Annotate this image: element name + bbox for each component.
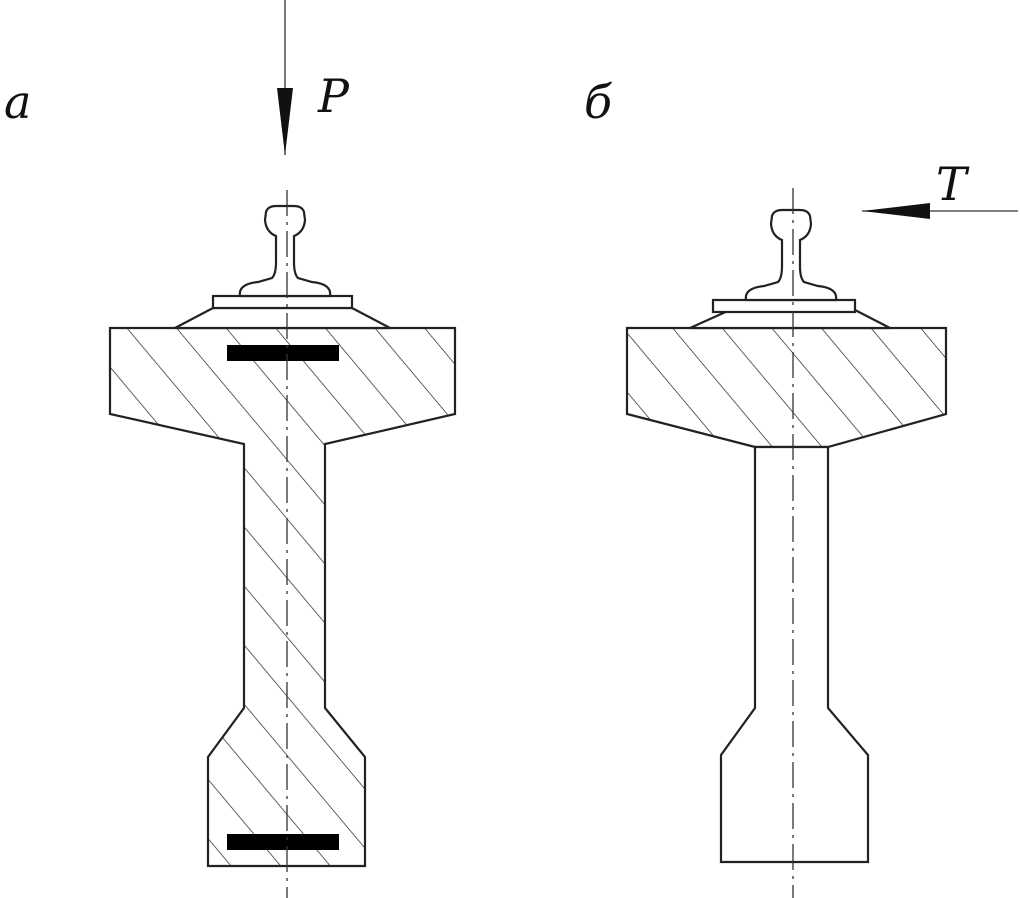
panel-b: б T	[584, 75, 1018, 898]
sleeper-web-b	[719, 445, 870, 864]
force-p-arrow	[277, 0, 293, 155]
panel-a: а P	[4, 0, 457, 898]
panel-a-label: а	[4, 75, 31, 129]
top-rebar-a	[227, 345, 339, 361]
force-t-label: T	[936, 157, 970, 211]
sleeper-section-a	[108, 326, 457, 868]
force-p-label: P	[317, 69, 350, 123]
force-t-arrow	[862, 203, 1018, 219]
bottom-rebar-a	[227, 834, 339, 850]
rail-fastening-b	[689, 298, 891, 330]
rail-profile-a	[238, 204, 332, 298]
sleeper-head-b	[625, 326, 948, 449]
panel-b-label: б	[584, 75, 613, 129]
rail-fastening-a	[174, 294, 391, 330]
rail-profile-b	[744, 208, 838, 302]
